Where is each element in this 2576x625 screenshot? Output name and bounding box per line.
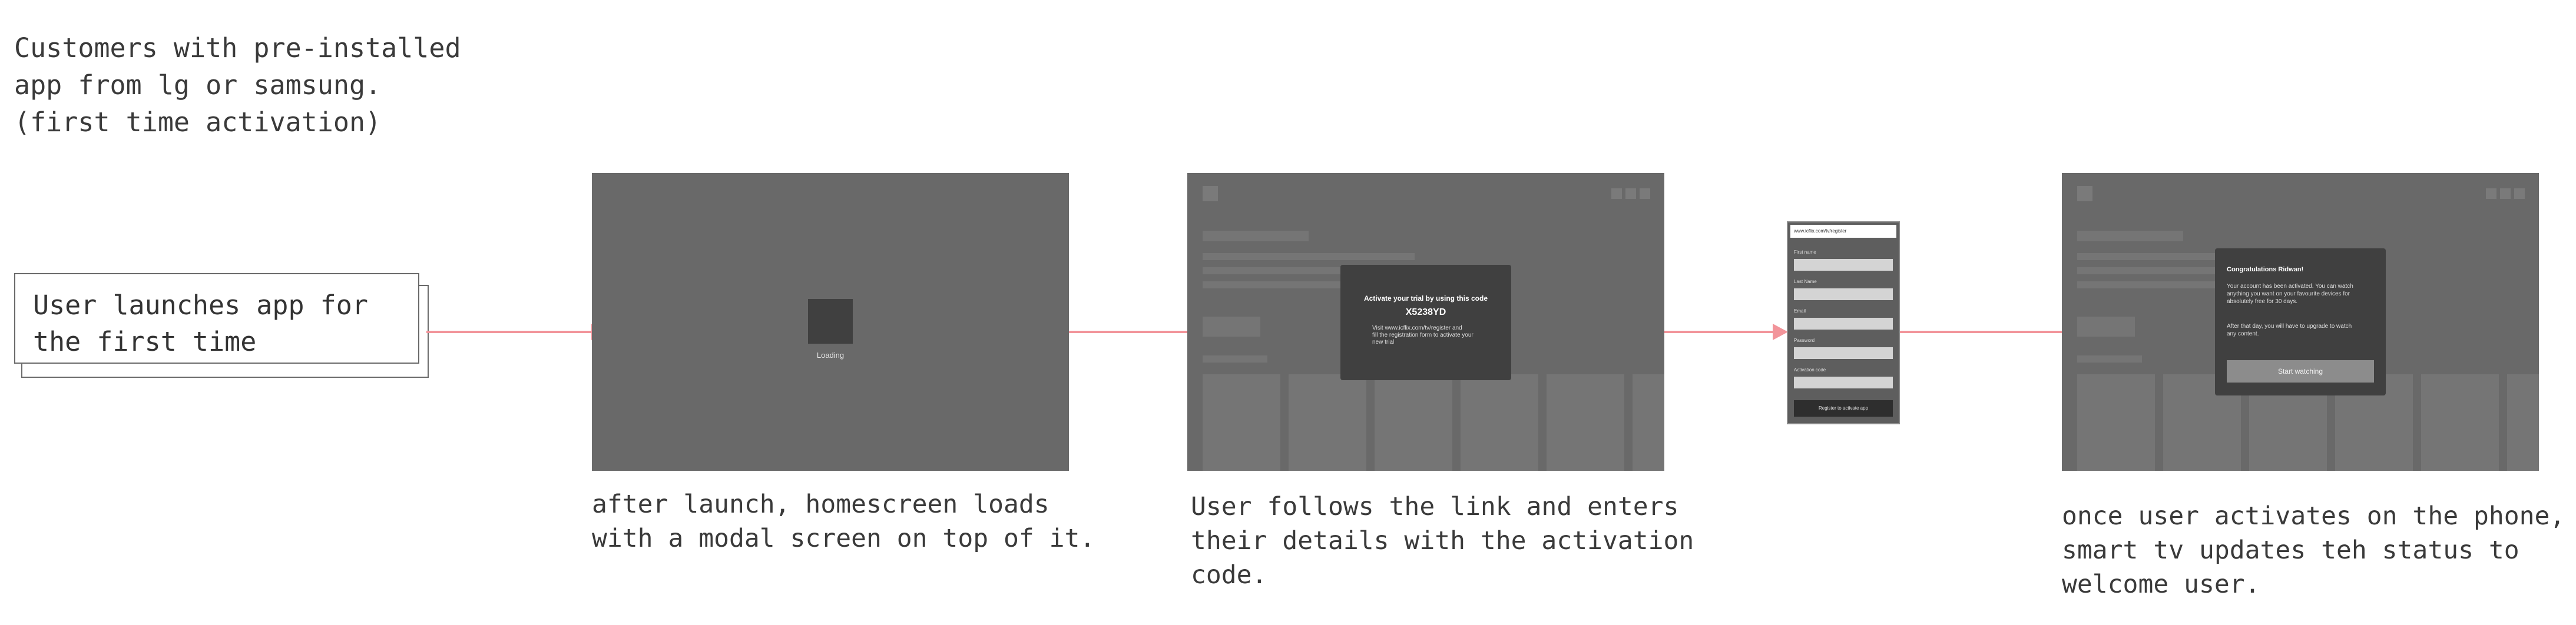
register-button: Register to activate app (1794, 400, 1893, 417)
content-tile (1375, 374, 1452, 471)
phone-url-bar: www.icflix.com/tv/register (1790, 225, 1896, 238)
activation-modal (1340, 265, 1511, 380)
text-placeholder (1203, 355, 1267, 363)
nav-placeholder (1625, 188, 1636, 199)
field-label-first-name: First name (1794, 250, 1816, 255)
nav-placeholder (2486, 188, 2496, 199)
nav-placeholder (1640, 188, 1650, 199)
first-name-input (1794, 259, 1893, 271)
logo-placeholder (2077, 186, 2092, 201)
loading-label: Loading (816, 351, 845, 360)
welcome-modal-text: After that day, you will have to upgrade… (2227, 323, 2352, 337)
button-placeholder (2077, 317, 2135, 337)
welcome-modal-text: Your account has been activated. You can… (2227, 283, 2353, 305)
button-placeholder (1203, 317, 1260, 337)
text-placeholder (1203, 231, 1309, 241)
content-tile (1203, 374, 1280, 471)
activation-code: X5238YD (1405, 307, 1446, 317)
logo-placeholder (1203, 186, 1218, 201)
text-placeholder (2077, 231, 2183, 241)
connector-arrowhead (1773, 324, 1788, 340)
nav-placeholder (2514, 188, 2525, 199)
caption-register: User follows the link and enters their d… (1191, 492, 1694, 590)
intro-note: Customers with pre-installed app from lg… (14, 32, 461, 138)
content-tile (2077, 374, 2155, 471)
caption-welcome: once user activates on the phone, smart … (2062, 501, 2565, 599)
field-label-last-name: Last Name (1794, 279, 1817, 284)
email-input (1794, 318, 1893, 330)
content-tile (1547, 374, 1624, 471)
field-label-email: Email (1794, 308, 1806, 314)
activation-code-input (1794, 377, 1893, 388)
activation-modal-title: Activate your trial by using this code (1363, 294, 1488, 302)
nav-placeholder (1611, 188, 1622, 199)
connector-start-to-loading (426, 331, 603, 333)
connector-phone-to-welcome (1900, 331, 2077, 333)
welcome-modal-title: Congratulations Ridwan! (2227, 266, 2304, 273)
loading-spinner (808, 299, 853, 344)
start-card: User launches app for the first time (14, 273, 419, 364)
password-input (1794, 347, 1893, 359)
field-label-password: Password (1794, 338, 1815, 343)
caption-loading: after launch, homescreen loads with a mo… (592, 490, 1095, 553)
nav-placeholder (2500, 188, 2511, 199)
field-label-activation-code: Activation code (1794, 367, 1826, 373)
content-tile (2507, 374, 2539, 471)
activation-modal-text: Visit www.icflix.com/tv/register and fil… (1372, 325, 1474, 345)
content-tile (1633, 374, 1664, 471)
start-watching-button: Start watching (2227, 360, 2374, 383)
content-tile (1289, 374, 1366, 471)
content-tile (1461, 374, 1538, 471)
text-placeholder (2077, 355, 2142, 363)
text-placeholder (1203, 253, 1415, 260)
connector-loading-to-activation (1069, 331, 1246, 333)
content-tile (2421, 374, 2499, 471)
last-name-input (1794, 288, 1893, 300)
connector-activation-to-phone (1608, 331, 1775, 333)
